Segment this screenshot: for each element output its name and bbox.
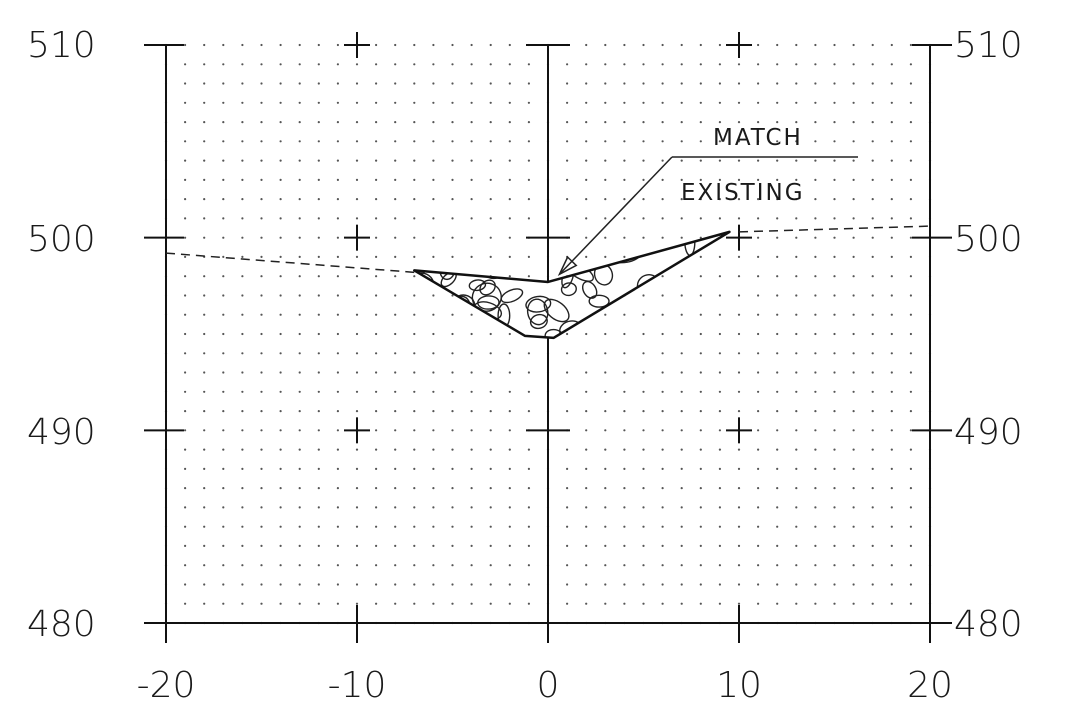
rock-stone [525,295,552,313]
callout-arrowhead [557,255,578,276]
rock-stone [500,239,523,263]
grid-cross [344,32,370,58]
y-tick-label-left-480: 480 [27,604,96,645]
rock-stone [544,328,565,338]
x-tick-label-0: 0 [537,665,560,706]
grid-cross [344,224,370,251]
rock-stone [500,288,524,304]
grid-cross [726,32,752,58]
x-tick-label-neg20: -20 [137,665,196,706]
rock-stone [717,289,730,313]
x-tick-label-neg10: -10 [328,665,387,706]
y-tick-label-left-500: 500 [27,219,96,260]
rock-stone [562,231,586,246]
rock-stone [543,298,570,323]
rock-stone [568,231,585,236]
rock-fill-background [414,231,730,338]
rock-stone [526,298,549,326]
rock-stone [683,302,702,315]
existing-ground-left-dashed [165,252,415,274]
rock-stone [687,274,718,301]
rock-stone [588,294,610,308]
rock-stone [645,293,662,308]
y-tick-label-left-510: 510 [27,25,96,66]
rock-stone [454,231,485,244]
rock-stone [561,231,579,239]
y-tick-label-right-510: 510 [954,25,1023,66]
rock-fill-stones [414,231,730,338]
rock-stone [458,231,474,234]
rock-stone [513,252,537,276]
rock-stone [511,248,540,279]
rock-stone [540,231,566,246]
rock-fill-outline [413,230,731,340]
rock-stone [511,251,540,270]
rock-stone [606,247,625,261]
rock-stone [516,236,537,263]
rock-stone [627,326,648,338]
rock-stone [560,282,577,297]
rock-stone [529,313,548,330]
rock-stone [432,231,449,239]
rock-stone [439,308,469,326]
rock-stone [432,246,453,271]
y-tick-label-right-480: 480 [954,604,1023,645]
rock-stone [468,279,487,292]
rock-stone [714,262,730,291]
rock-stone [479,279,496,296]
rock-stone [471,282,502,312]
grid-cross [344,417,370,444]
y-tick-label-right-500: 500 [954,219,1023,260]
rock-stone [581,280,598,299]
rock-stone [670,297,694,327]
rock-stone [577,231,592,239]
rock-stone [704,250,726,272]
y-tick-label-left-490: 490 [27,412,96,453]
rock-stone [638,231,659,251]
rock-stone [489,255,516,272]
rock-stone [429,231,455,252]
callout-label-line-1: MATCH [713,125,803,151]
x-tick-label-20: 20 [907,665,953,706]
callout-leader-line [558,156,673,275]
rock-stone [681,269,705,287]
rock-stone [654,295,673,318]
existing-ground-right-dashed [738,225,931,233]
rock-stone [703,310,722,327]
y-tick-label-right-490: 490 [954,412,1023,453]
callout-label-line-2: EXISTING [681,180,805,206]
rock-stone [448,295,461,324]
grid-crosses [344,32,752,444]
rock-stone [691,265,720,287]
axis-ticks [144,44,952,643]
grid-cross [726,417,752,444]
x-tick-label-10: 10 [716,665,762,706]
grid-cross [726,224,752,251]
rock-stone [580,231,599,234]
rock-stone [423,299,444,322]
